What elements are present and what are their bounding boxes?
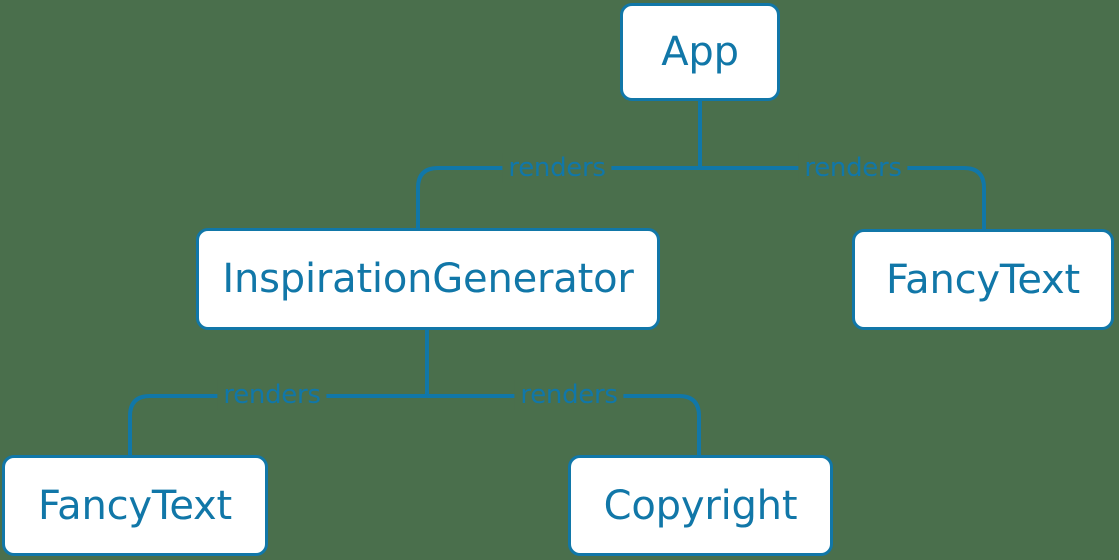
edge-label-inspiration-generator-to-copyright: renders xyxy=(514,380,624,410)
node-fancytext-right[interactable]: FancyText xyxy=(852,229,1114,330)
node-inspiration-generator[interactable]: InspirationGenerator xyxy=(196,228,660,330)
edge-app-to-inspiration-generator xyxy=(416,166,700,228)
edge-inspiration-generator-to-copyright xyxy=(427,394,701,455)
node-fancytext-bottom-label: FancyText xyxy=(38,482,232,529)
edge-label-inspiration-generator-to-fancytext-bottom: renders xyxy=(217,380,327,410)
node-fancytext-right-label: FancyText xyxy=(886,256,1080,303)
node-copyright-label: Copyright xyxy=(603,482,798,529)
edge-inspiration-generator-to-fancytext-bottom xyxy=(128,394,427,455)
edge-label-app-to-fancytext-right: renders xyxy=(798,153,908,183)
edge-label-app-to-inspiration-generator: renders xyxy=(502,153,612,183)
node-fancytext-bottom[interactable]: FancyText xyxy=(2,455,268,556)
node-app-label: App xyxy=(661,29,739,75)
node-inspiration-generator-label: InspirationGenerator xyxy=(222,256,634,302)
edge-app-to-fancytext-right xyxy=(700,166,986,229)
node-app[interactable]: App xyxy=(620,3,780,101)
node-copyright[interactable]: Copyright xyxy=(568,455,833,556)
